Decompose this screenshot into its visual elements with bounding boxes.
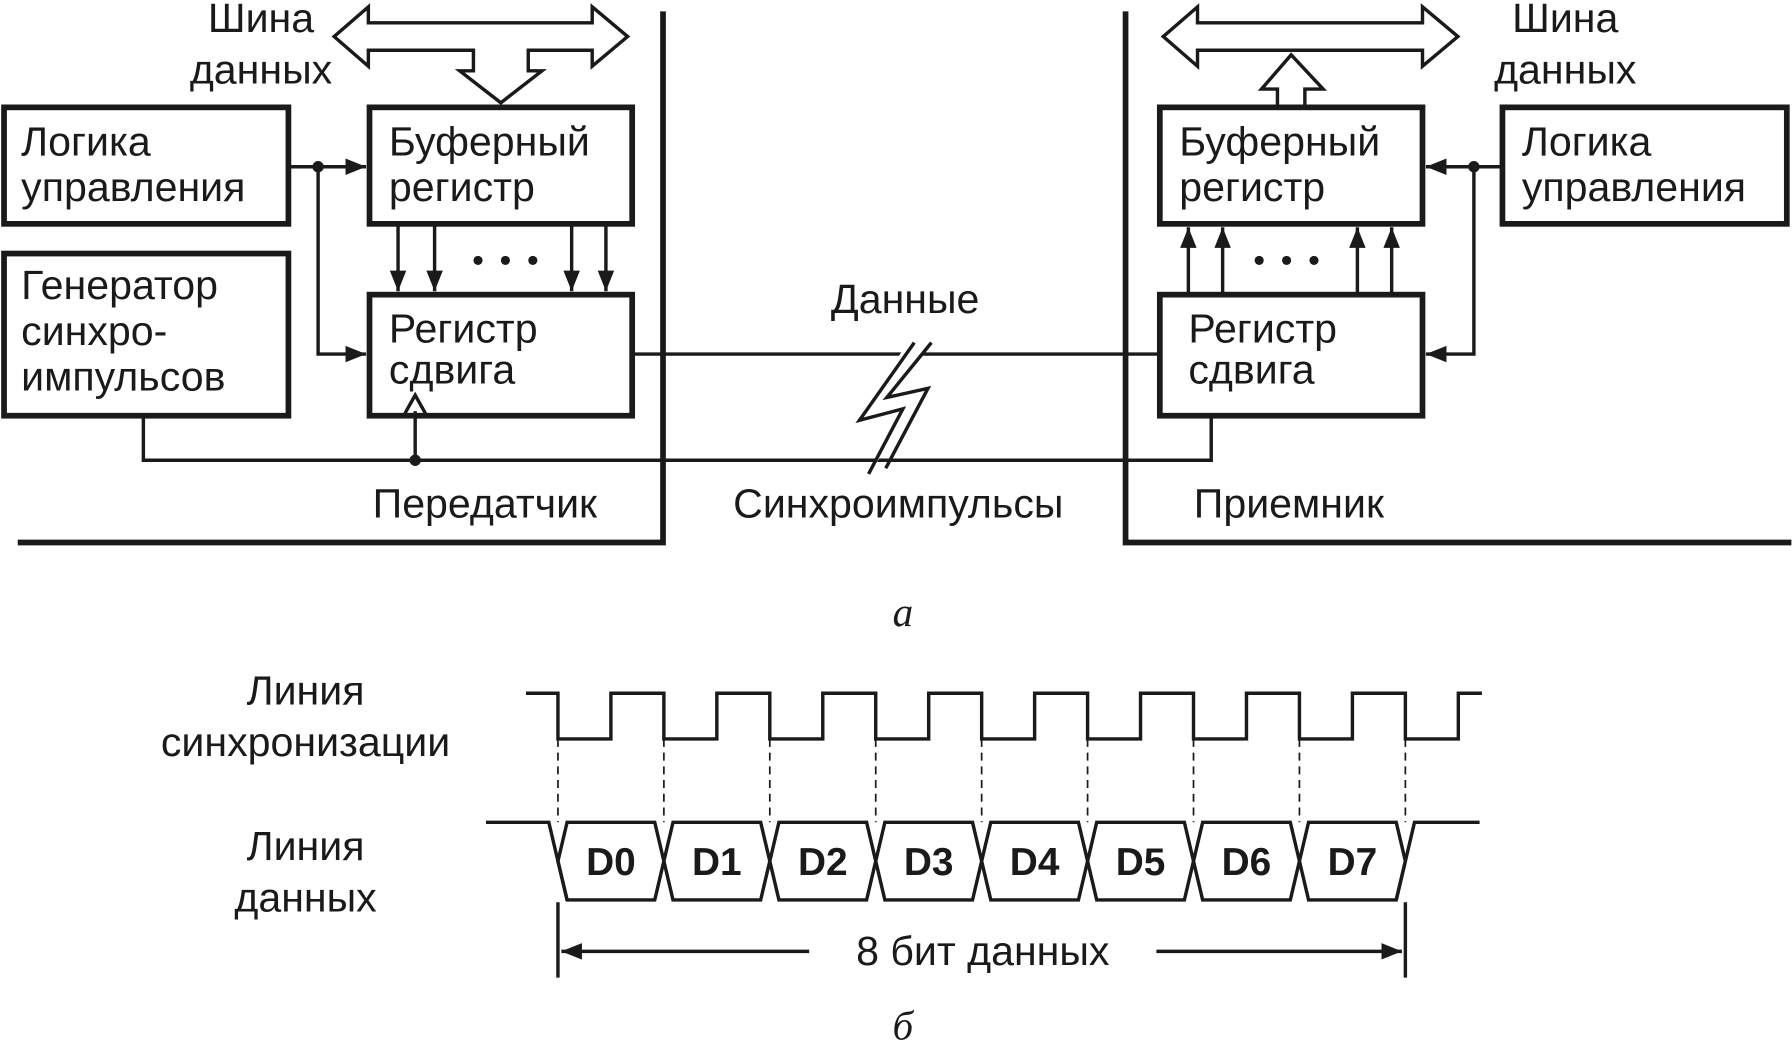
dimension-label: 8 бит данных xyxy=(856,928,1110,974)
data-bit-label: D2 xyxy=(798,841,848,884)
tx-bus-label-2: данных xyxy=(190,46,333,92)
data-line-label-2: данных xyxy=(234,874,377,920)
data-line-idle xyxy=(1394,820,1480,901)
rx-boundary xyxy=(1122,11,1792,546)
tx-shift-register-label-2: сдвига xyxy=(389,347,515,393)
rx-control-logic-label-2: управления xyxy=(1522,164,1746,210)
tx-clock-generator-box xyxy=(1,250,292,419)
tx-control-logic-label-2: управления xyxy=(21,164,245,210)
data-line-idle xyxy=(485,820,569,901)
data-bit-label: D5 xyxy=(1116,841,1166,884)
rx-buffer-register-label-1: Буферный xyxy=(1179,118,1380,164)
rx-parallel-arrows xyxy=(1180,227,1400,293)
data-bit-label: D1 xyxy=(692,841,742,884)
transmitter: Шина данных Логика управления Буферный р… xyxy=(1,0,1223,546)
data-bit-label: D0 xyxy=(586,841,636,884)
rx-shift-register-box xyxy=(1156,291,1426,419)
data-bit-cell xyxy=(1297,820,1408,902)
rx-shift-register-label-1: Регистр xyxy=(1188,306,1337,352)
caption-b: б xyxy=(893,1002,915,1045)
tx-clock-lines xyxy=(141,391,1223,466)
data-bit-label: D7 xyxy=(1328,841,1378,884)
sync-line-label: Синхроимпульсы xyxy=(733,480,1063,526)
link: Данные Синхроимпульсы xyxy=(632,276,1160,526)
tx-control-logic-box xyxy=(1,104,292,227)
rx-control-logic-box xyxy=(1499,104,1790,227)
receiver: Шина данных Буферный регистр Логика упра… xyxy=(1122,0,1792,546)
rx-bus-label-1: Шина xyxy=(1512,0,1618,41)
line-break-icon-2 xyxy=(882,341,933,470)
rx-bus-up-arrow xyxy=(1257,52,1328,106)
rx-buffer-register-label-2: регистр xyxy=(1179,164,1325,210)
tx-clock-generator-label-3: импульсов xyxy=(21,354,225,400)
tx-clock-generator-label-2: синхро- xyxy=(21,308,167,354)
rx-control-lines xyxy=(1425,158,1503,363)
rx-shift-register-label-2: сдвига xyxy=(1188,347,1314,393)
rx-data-bus-arrow xyxy=(1160,3,1461,70)
tx-clock-generator-label-1: Генератор xyxy=(21,262,218,308)
tx-buffer-register-label-2: регистр xyxy=(389,164,535,210)
data-bit-cells: D0 D1 D2 D3 D4 D5 D6 D7 xyxy=(485,820,1480,902)
line-break-icon xyxy=(855,341,916,475)
rx-bus-label-2: данных xyxy=(1494,46,1637,92)
data-line-label-1: Линия xyxy=(247,823,365,869)
tx-buffer-register-box xyxy=(366,104,636,227)
clock-waveform xyxy=(525,691,1482,741)
data-line-label: Данные xyxy=(831,276,980,322)
tx-title: Передатчик xyxy=(373,480,598,526)
rx-buffer-register-box xyxy=(1156,104,1426,227)
tx-bus-label-1: Шина xyxy=(208,0,314,41)
clock-line-label-1: Линия xyxy=(247,668,365,714)
clock-line-label-2: синхронизации xyxy=(161,719,450,765)
caption-a: а xyxy=(893,589,914,635)
tx-data-bus-arrow xyxy=(331,3,631,105)
tx-buffer-register-label-1: Буферный xyxy=(389,118,590,164)
data-bit-label: D3 xyxy=(904,841,954,884)
tx-parallel-arrows xyxy=(389,226,615,292)
tx-control-lines xyxy=(288,158,367,363)
clock-edge-guides xyxy=(557,738,1407,823)
rx-title: Приемник xyxy=(1194,480,1385,526)
data-bit-label: D6 xyxy=(1222,841,1272,884)
tx-boundary xyxy=(17,11,666,546)
data-bit-label: D4 xyxy=(1010,841,1060,884)
tx-control-logic-label-1: Логика xyxy=(21,118,151,164)
rx-control-logic-label-1: Логика xyxy=(1522,118,1652,164)
tx-shift-register-label-1: Регистр xyxy=(389,306,538,352)
